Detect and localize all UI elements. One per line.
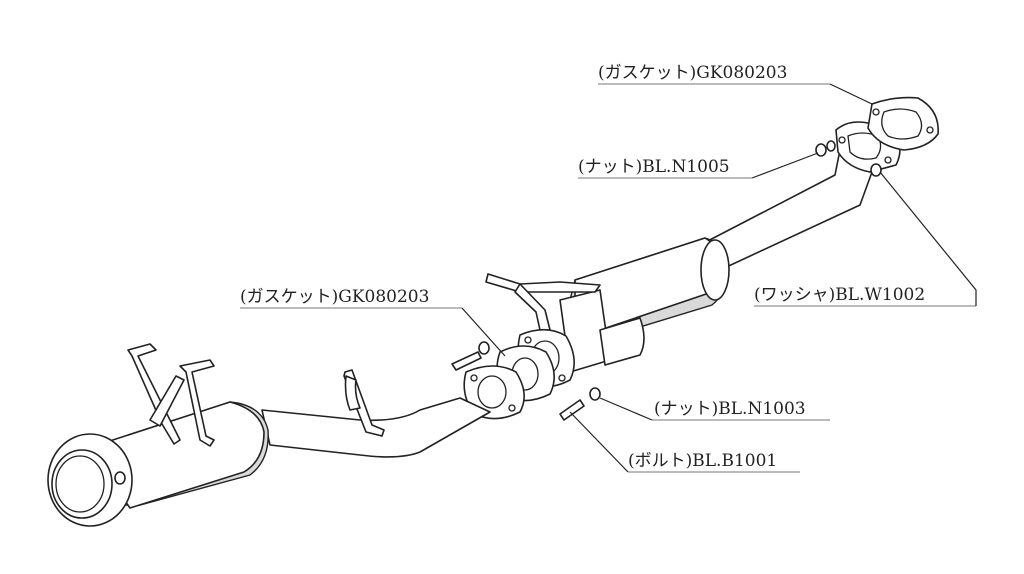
bolt-nut-parts xyxy=(451,341,601,421)
gasket-top xyxy=(867,96,939,151)
mid-flange-downstream xyxy=(463,365,525,420)
callout-washer: (ワッシャ)BL.W1002 xyxy=(754,285,925,305)
nut-top-parts xyxy=(815,140,882,177)
callout-bolt: (ボルト)BL.B1001 xyxy=(628,451,777,471)
muffler-hangers xyxy=(127,343,215,447)
callout-gasket-mid: (ガスケット)GK080203 xyxy=(240,287,429,307)
callout-leaders xyxy=(240,83,977,473)
callout-nut-top: (ナット)BL.N1005 xyxy=(578,157,730,177)
center-hanger xyxy=(485,273,601,331)
callout-nut-mid: (ナット)BL.N1003 xyxy=(654,399,806,419)
main-muffler xyxy=(47,401,269,527)
front-pipe xyxy=(699,121,901,271)
center-muffler xyxy=(559,237,730,373)
rear-hanger xyxy=(343,369,385,437)
callout-gasket-top: (ガスケット)GK080203 xyxy=(598,63,787,83)
